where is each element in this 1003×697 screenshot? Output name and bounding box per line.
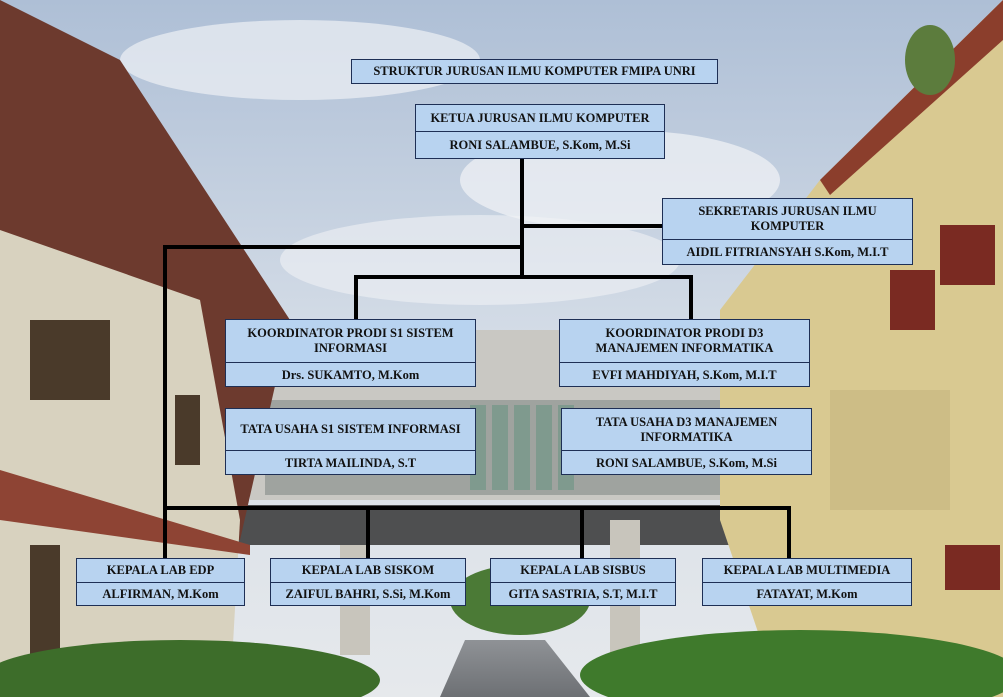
tata-usaha-s1-box: TATA USAHA S1 SISTEM INFORMASI TIRTA MAI…: [225, 408, 476, 475]
koordinator-s1-role: KOORDINATOR PRODI S1 SISTEM INFORMASI: [226, 320, 475, 363]
lab-multimedia-box: KEPALA LAB MULTIMEDIA FATAYAT, M.Kom: [702, 558, 912, 606]
connector-sekretaris: [522, 224, 663, 228]
lab-edp-box: KEPALA LAB EDP ALFIRMAN, M.Kom: [76, 558, 245, 606]
lab-siskom-name: ZAIFUL BAHRI, S.Si, M.Kom: [285, 587, 451, 601]
sekretaris-box: SEKRETARIS JURUSAN ILMU KOMPUTER AIDIL F…: [662, 198, 913, 265]
connector-lab-multimedia-down: [787, 506, 791, 559]
lab-sisbus-role: KEPALA LAB SISBUS: [491, 559, 675, 583]
connector-koord-d3-down: [689, 275, 693, 320]
connector-koordinator-bar: [354, 275, 693, 279]
koordinator-s1-name: Drs. SUKAMTO, M.Kom: [281, 367, 420, 382]
tata-usaha-s1-name: TIRTA MAILINDA, S.T: [284, 455, 417, 470]
lab-sisbus-box: KEPALA LAB SISBUS GITA SASTRIA, S.T, M.I…: [490, 558, 676, 606]
ketua-name: RONI SALAMBUE, S.Kom, M.Si: [449, 138, 631, 152]
koordinator-d3-box: KOORDINATOR PRODI D3 MANAJEMEN INFORMATI…: [559, 319, 810, 387]
koordinator-d3-role: KOORDINATOR PRODI D3 MANAJEMEN INFORMATI…: [560, 320, 809, 363]
lab-multimedia-name: FATAYAT, M.Kom: [756, 587, 858, 601]
lab-sisbus-name: GITA SASTRIA, S.T, M.I.T: [508, 587, 658, 601]
connector-lab-edp-vertical: [163, 245, 167, 559]
tata-usaha-s1-role: TATA USAHA S1 SISTEM INFORMASI: [226, 409, 475, 451]
tata-usaha-d3-name: RONI SALAMBUE, S.Kom, M.Si: [596, 455, 777, 470]
koordinator-s1-box: KOORDINATOR PRODI S1 SISTEM INFORMASI Dr…: [225, 319, 476, 387]
connector-lab-siskom-down: [366, 506, 370, 559]
lab-edp-name: ALFIRMAN, M.Kom: [102, 587, 219, 601]
ketua-box: KETUA JURUSAN ILMU KOMPUTER RONI SALAMBU…: [415, 104, 665, 159]
tata-usaha-d3-box: TATA USAHA D3 MANAJEMEN INFORMATIKA RONI…: [561, 408, 812, 475]
lab-siskom-role: KEPALA LAB SISKOM: [271, 559, 465, 583]
sekretaris-role: SEKRETARIS JURUSAN ILMU KOMPUTER: [663, 199, 912, 240]
koordinator-d3-name: EVFI MAHDIYAH, S.Kom, M.I.T: [592, 367, 777, 382]
lab-multimedia-role: KEPALA LAB MULTIMEDIA: [703, 559, 911, 583]
connector-lab-bar: [163, 506, 791, 510]
sekretaris-name: AIDIL FITRIANSYAH S.Kom, M.I.T: [686, 245, 889, 259]
ketua-role: KETUA JURUSAN ILMU KOMPUTER: [416, 105, 664, 132]
lab-siskom-box: KEPALA LAB SISKOM ZAIFUL BAHRI, S.Si, M.…: [270, 558, 466, 606]
tata-usaha-d3-role: TATA USAHA D3 MANAJEMEN INFORMATIKA: [562, 409, 811, 451]
connector-lab-sisbus-down: [580, 506, 584, 559]
chart-title: STRUKTUR JURUSAN ILMU KOMPUTER FMIPA UNR…: [351, 59, 718, 84]
lab-edp-role: KEPALA LAB EDP: [77, 559, 244, 583]
connector-ketua-down: [520, 158, 524, 277]
connector-lab-edp-horizontal: [163, 245, 522, 249]
connector-koord-s1-down: [354, 275, 358, 320]
